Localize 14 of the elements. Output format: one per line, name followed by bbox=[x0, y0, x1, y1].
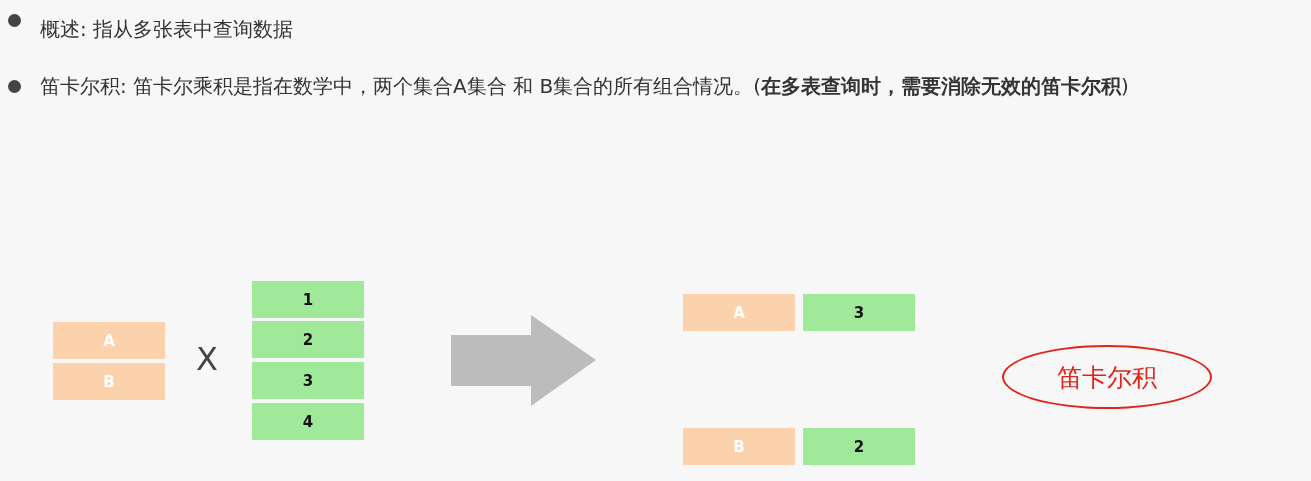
table-cell: 4 bbox=[252, 403, 364, 440]
multiplication-sign: X bbox=[196, 340, 218, 378]
table-cell: 1 bbox=[252, 281, 364, 318]
table-cell: A bbox=[53, 322, 165, 359]
table-cell: 2 bbox=[252, 321, 364, 358]
ellipse-label: 笛卡尔积 bbox=[1002, 345, 1212, 409]
table-cell: B bbox=[683, 428, 795, 465]
bullet-text: 笛卡尔积: 笛卡尔乘积是指在数学中，两个集合A集合 和 B集合的所有组合情况。(在多表查询时，需要消除无效的笛卡尔积) bbox=[40, 73, 1130, 100]
bullet-text: 概述: 指从多张表中查询数据 bbox=[40, 16, 295, 43]
table-cell: 3 bbox=[252, 362, 364, 399]
table-cell: A bbox=[683, 294, 795, 331]
table-cell: 2 bbox=[803, 428, 915, 465]
table-cell: B bbox=[53, 363, 165, 400]
table-cell: 3 bbox=[803, 294, 915, 331]
